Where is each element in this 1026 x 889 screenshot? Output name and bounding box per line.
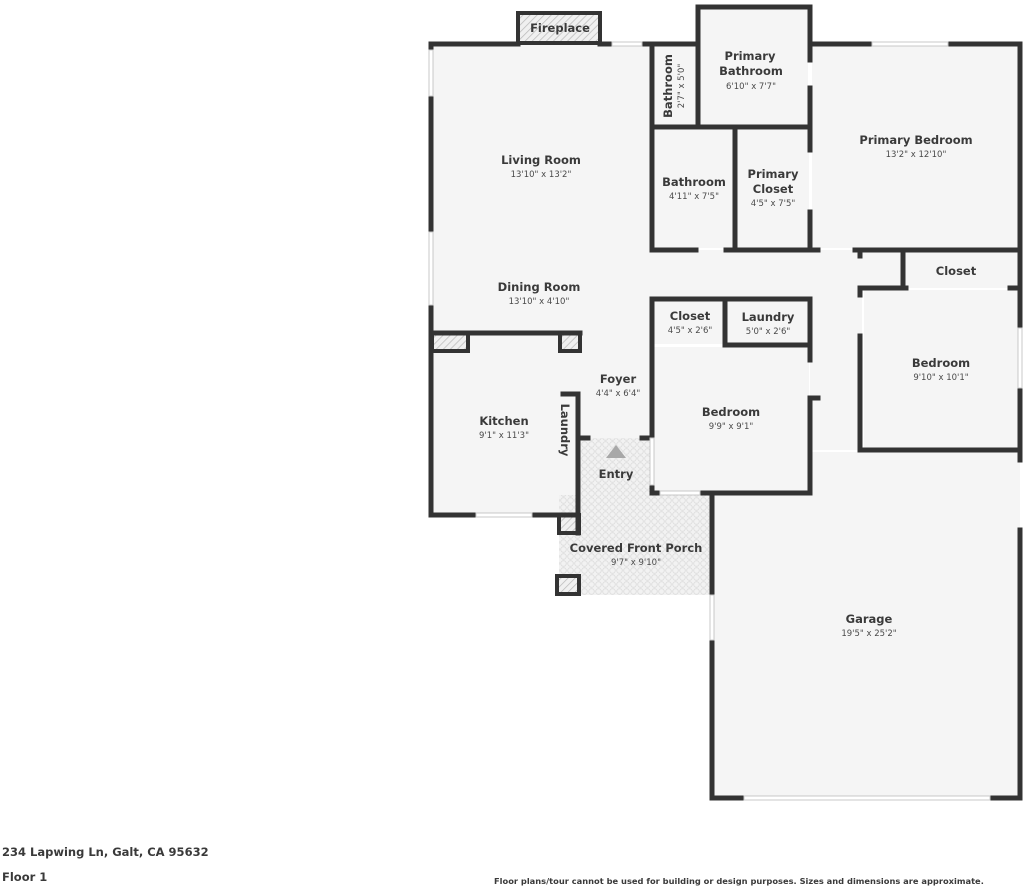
property-address: 234 Lapwing Ln, Galt, CA 95632 [2, 845, 209, 859]
entry-door-opening [649, 437, 655, 486]
garage-dims: 19'5" x 25'2" [841, 629, 896, 639]
window-living-top [611, 41, 643, 47]
bedroom-right-label: Bedroom [912, 356, 970, 370]
bedroom-right-dims: 9'10" x 10'1" [913, 373, 968, 383]
svg-text:2'7" x 5'0": 2'7" x 5'0" [677, 64, 687, 109]
svg-text:Bathroom: Bathroom [661, 54, 675, 118]
window-primary-bedroom-top [871, 41, 949, 47]
primary-closet-floor [737, 130, 809, 248]
garage-door-opening [743, 795, 991, 801]
bathroom-label: Bathroom [662, 175, 726, 189]
floor-fills [432, 8, 1020, 796]
primary-bedroom-label: Primary Bedroom [859, 133, 972, 147]
kitchen-label: Kitchen [479, 414, 528, 428]
primary-bathroom-dims: 6'10" x 7'7" [726, 82, 776, 92]
window-living-left [428, 49, 434, 97]
entry-label: Entry [599, 467, 634, 481]
windows [428, 41, 1023, 801]
hall-floor-2 [810, 250, 862, 450]
fireplace-shape [516, 11, 602, 45]
bedroom-mid-dims: 9'9" x 9'1" [709, 422, 754, 432]
dining-room-dims: 13'10" x 4'10" [509, 297, 570, 307]
bedroom-mid-label: Bedroom [702, 405, 760, 419]
primary-bedroom-dims: 13'2" x 12'10" [886, 150, 947, 160]
porch-tile-floor [559, 495, 711, 595]
dining-room-label: Dining Room [498, 280, 581, 294]
window-bedroom-right-side [1017, 327, 1023, 389]
kitchen-floor [432, 333, 578, 515]
covered-front-porch-label: Covered Front Porch [570, 541, 703, 555]
primary-bathroom-floor [700, 8, 808, 126]
laundry-mid-dims: 5'0" x 2'6" [746, 327, 791, 337]
kitchen-dims: 9'1" x 11'3" [479, 431, 529, 441]
foyer-label: Foyer [600, 372, 637, 386]
primary-bathroom-label-2: Bathroom [719, 64, 783, 78]
column-kitchen-left [430, 331, 470, 353]
closet-right-label: Closet [936, 264, 977, 278]
foyer-floor [577, 250, 652, 438]
fireplace-label: Fireplace [530, 21, 590, 35]
room-labels: Fireplace Bathroom 2'7" x 5'0" Primary B… [479, 21, 977, 639]
bathroom-small-floor [655, 45, 697, 125]
window-garage-side [709, 594, 715, 641]
bathroom-small-label: Bathroom 2'7" x 5'0" [661, 54, 687, 118]
bathroom-dims: 4'11" x 7'5" [669, 192, 719, 202]
living-room-label: Living Room [501, 153, 581, 167]
column-kitchen-right [558, 331, 582, 353]
disclaimer: Floor plans/tour cannot be used for buil… [494, 876, 984, 886]
laundry-mid-label: Laundry [742, 310, 795, 324]
floor-label: Floor 1 [2, 870, 48, 884]
column-porch-bottom [555, 574, 581, 596]
walls [428, 4, 1023, 801]
laundry-mid-floor [727, 300, 809, 344]
garage-label: Garage [846, 612, 893, 626]
covered-front-porch-dims: 9'7" x 9'10" [611, 558, 661, 568]
closet-mid-label: Closet [670, 309, 711, 323]
primary-closet-label-2: Closet [753, 182, 794, 196]
closet-mid-floor [654, 300, 724, 344]
entry-arrow-icon [606, 445, 626, 458]
bedroom-right-floor [864, 290, 1020, 448]
closet-right-floor [862, 252, 1020, 288]
primary-bedroom-floor [812, 45, 1020, 248]
bathroom-floor [655, 130, 733, 248]
primary-closet-label-1: Primary [748, 167, 799, 181]
foyer-dims: 4'4" x 6'4" [596, 389, 641, 399]
primary-bathroom-label-1: Primary [725, 49, 776, 63]
garage-floor [714, 452, 1020, 796]
porch-tiles [559, 438, 711, 595]
closet-mid-dims: 4'5" x 2'6" [668, 326, 713, 336]
primary-closet-dims: 4'5" x 7'5" [751, 199, 796, 209]
living-room-dims: 13'10" x 13'2" [511, 170, 572, 180]
window-dining-left [428, 231, 434, 306]
window-bedroom-mid-bottom [659, 490, 701, 496]
window-kitchen-bottom [475, 512, 533, 518]
laundry-kitchen-label: Laundry [558, 404, 572, 457]
